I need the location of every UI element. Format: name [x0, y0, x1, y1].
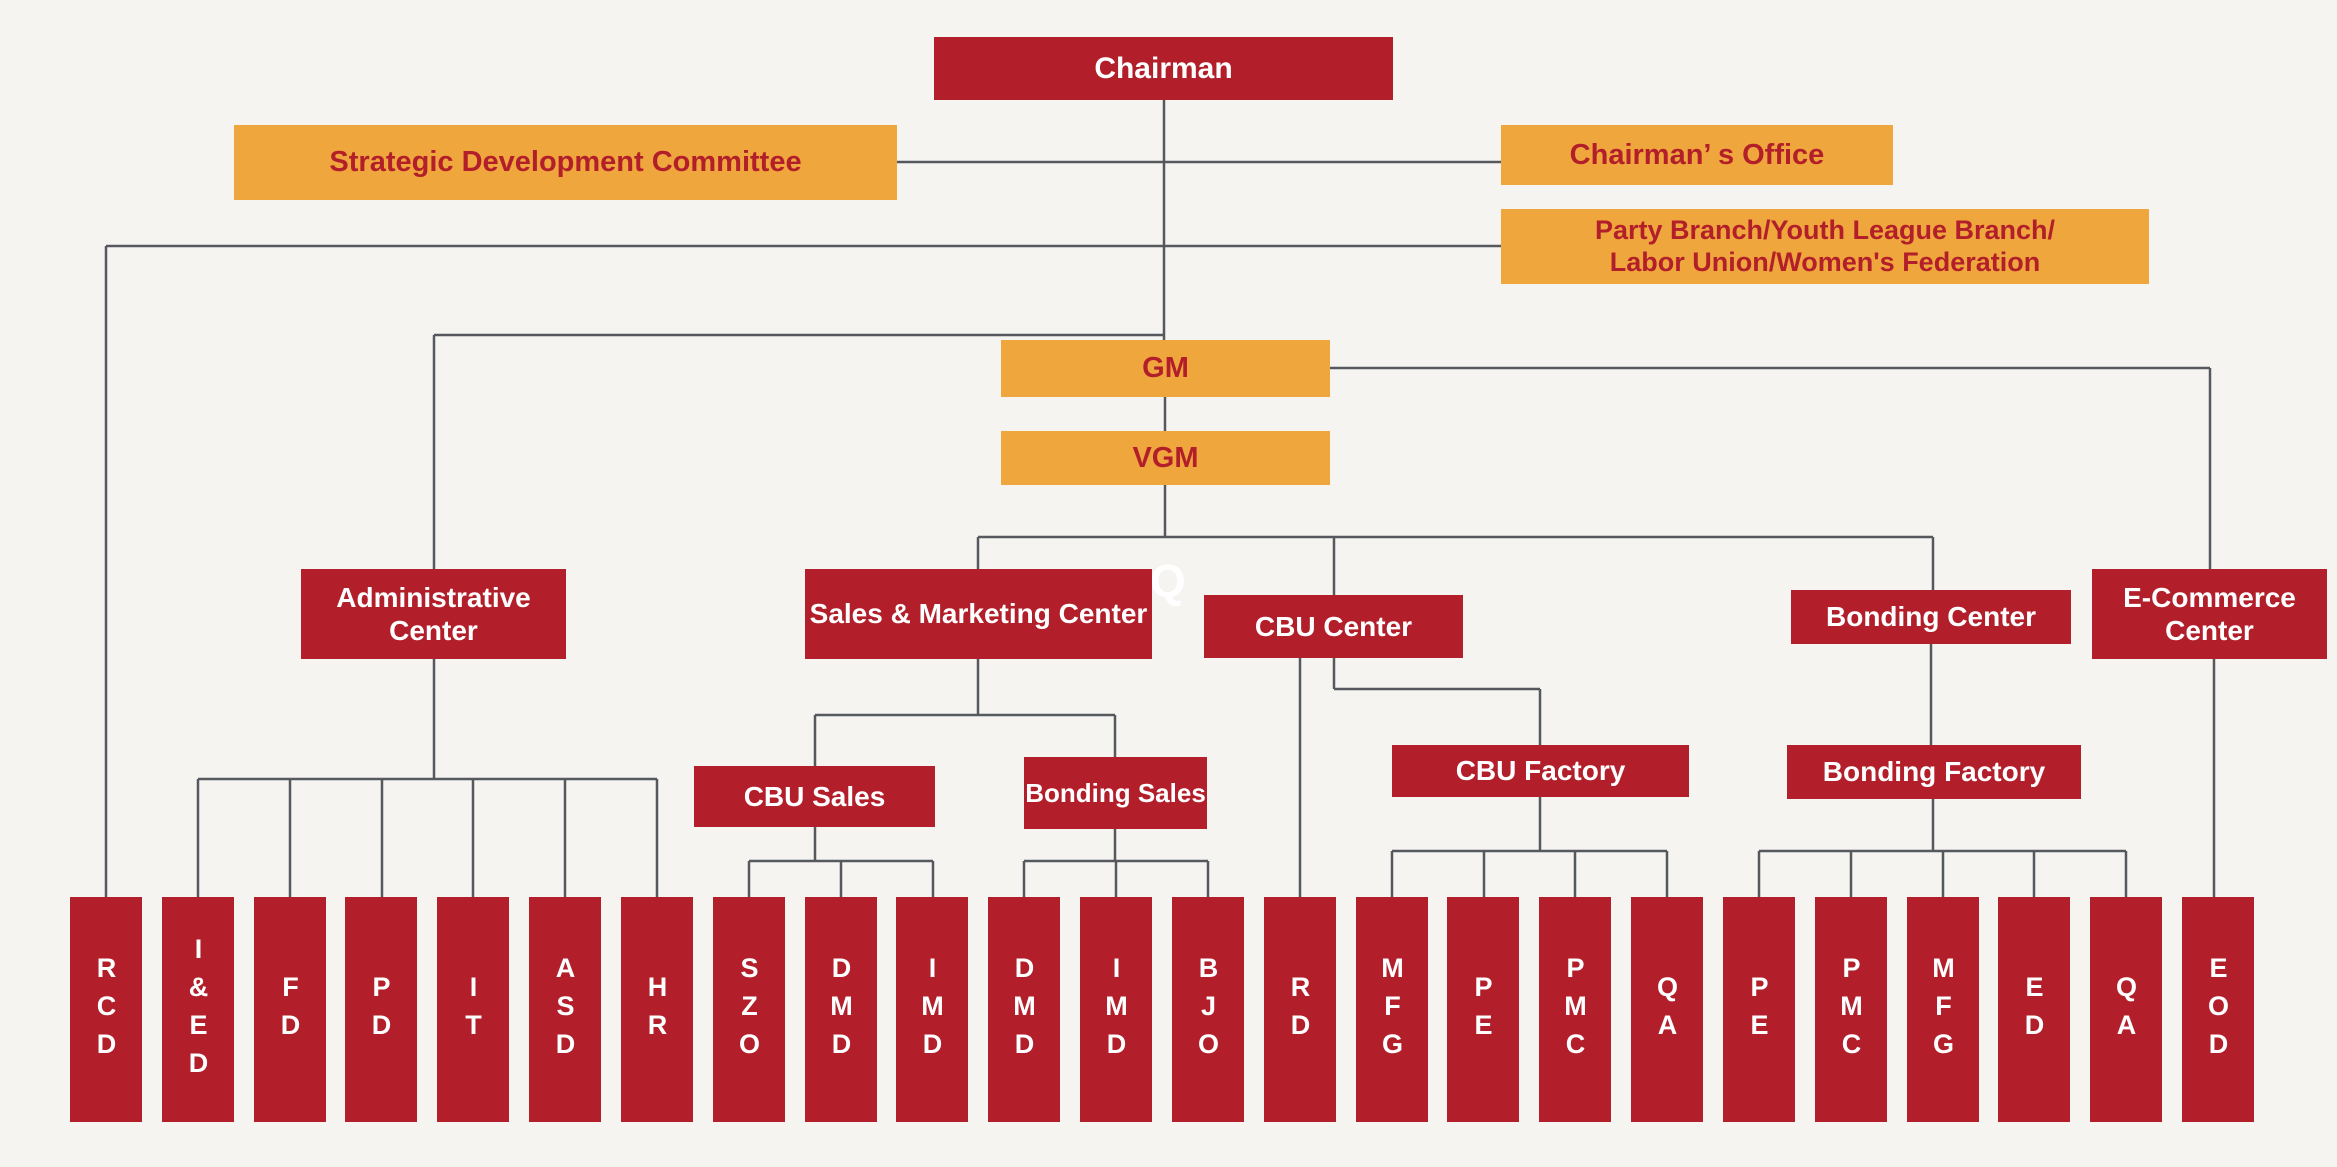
party-branch-line1: Party Branch/Youth League Branch/ [1594, 214, 2056, 245]
org-unit-rd: RD [1264, 897, 1336, 1122]
party-branch-line2: Labor Union/Women's Federation [1609, 246, 2041, 277]
node-ecommerce-center: E-Commerce Center [2092, 569, 2327, 659]
node-chairman-office: Chairman’ s Office [1501, 125, 1893, 185]
node-party-branch: Party Branch/Youth League Branch/ Labor … [1501, 209, 2149, 284]
org-unit-imd: IMD [1080, 897, 1152, 1122]
org-unit-szo: SZO [713, 897, 785, 1122]
org-unit-pe: PE [1723, 897, 1795, 1122]
org-unit-qa: QA [2090, 897, 2162, 1122]
node-bonding-factory: Bonding Factory [1787, 745, 2081, 799]
org-unit-imd: IMD [896, 897, 968, 1122]
node-vgm: VGM [1001, 431, 1330, 485]
org-unit-asd: ASD [529, 897, 601, 1122]
org-unit-it: IT [437, 897, 509, 1122]
node-gm: GM [1001, 340, 1330, 397]
watermark-letter: Q [1150, 555, 1186, 607]
org-unit-pe: PE [1447, 897, 1519, 1122]
node-bonding-sales: Bonding Sales [1024, 757, 1207, 829]
org-unit-dmd: DMD [805, 897, 877, 1122]
org-unit-pd: PD [345, 897, 417, 1122]
org-unit-ed: ED [1998, 897, 2070, 1122]
org-unit-pmc: PMC [1539, 897, 1611, 1122]
node-cbu-factory: CBU Factory [1392, 745, 1689, 797]
org-unit-pmc: PMC [1815, 897, 1887, 1122]
node-strategic-development-committee: Strategic Development Committee [234, 125, 897, 200]
org-unit-mfg: MFG [1907, 897, 1979, 1122]
org-unit-bjo: BJO [1172, 897, 1244, 1122]
org-unit-hr: HR [621, 897, 693, 1122]
org-unit-qa: QA [1631, 897, 1703, 1122]
node-cbu-center: CBU Center [1204, 595, 1463, 658]
org-unit-fd: FD [254, 897, 326, 1122]
org-unit-rcd: RCD [70, 897, 142, 1122]
org-unit-eod: EOD [2182, 897, 2254, 1122]
org-unit-ied: I&ED [162, 897, 234, 1122]
org-unit-dmd: DMD [988, 897, 1060, 1122]
org-unit-mfg: MFG [1356, 897, 1428, 1122]
node-administrative-center: Administrative Center [301, 569, 566, 659]
node-chairman: Chairman [934, 37, 1393, 100]
node-cbu-sales: CBU Sales [694, 766, 935, 827]
node-bonding-center: Bonding Center [1791, 590, 2071, 644]
node-sales-marketing-center: Sales & Marketing Center [805, 569, 1152, 659]
